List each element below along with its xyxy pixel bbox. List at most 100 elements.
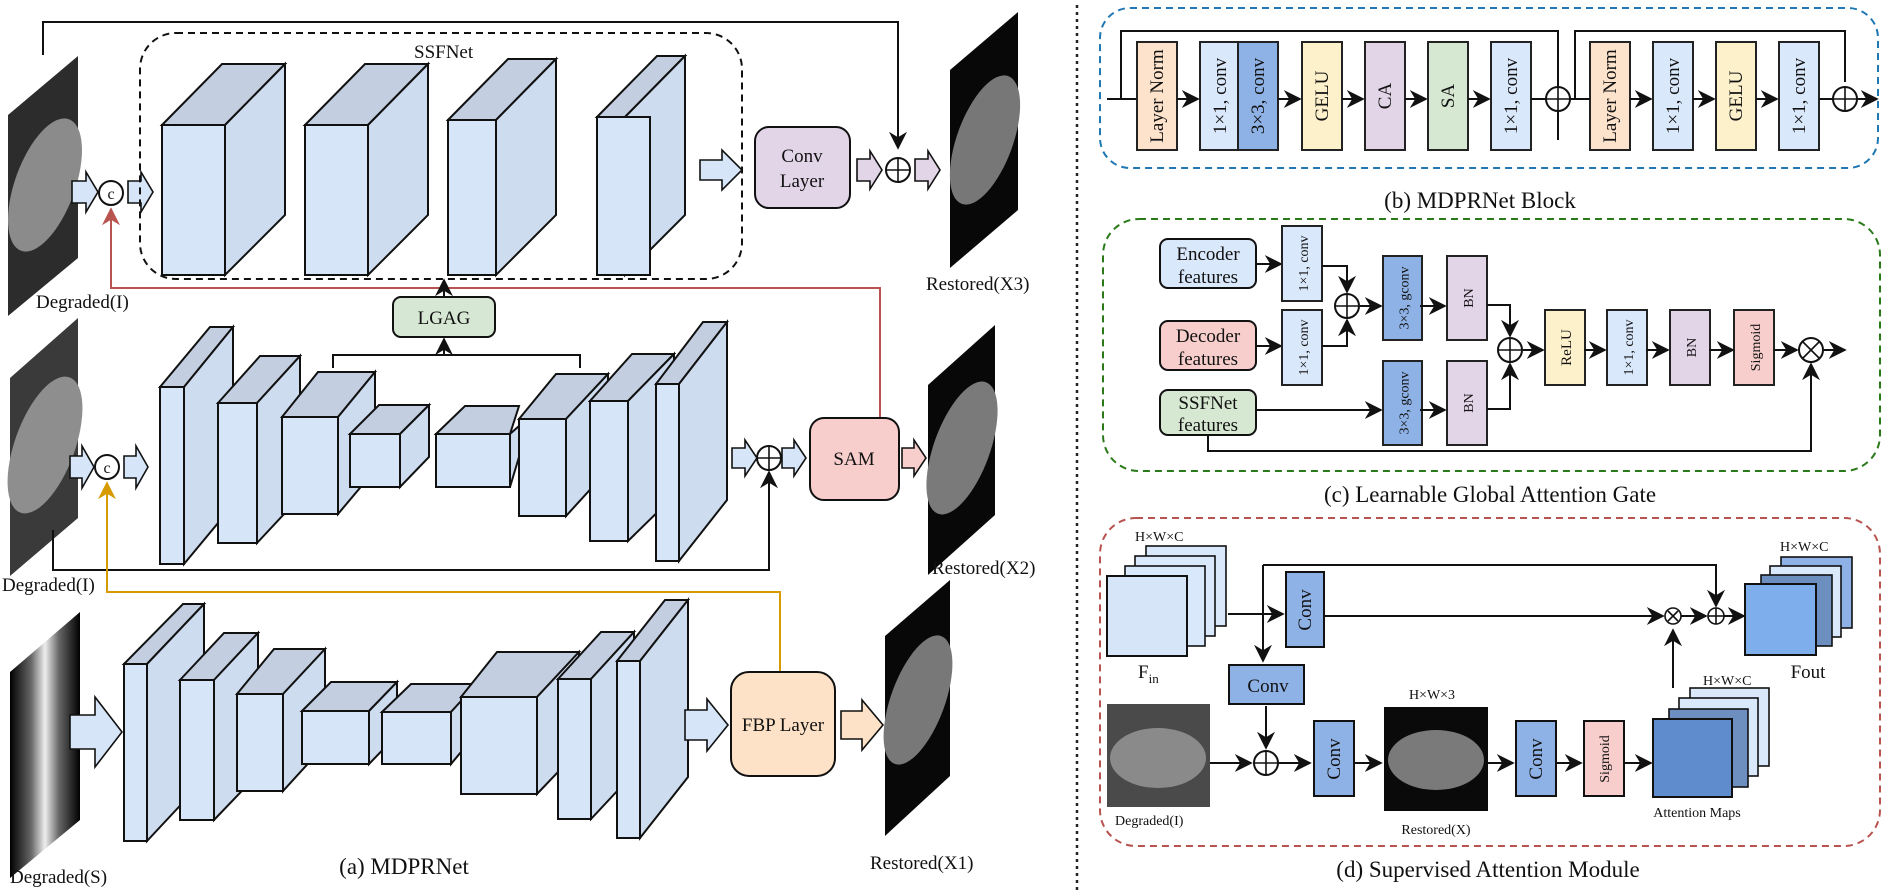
ssfnet-label: SSFNet	[414, 42, 474, 63]
svg-text:Conv: Conv	[1324, 738, 1345, 780]
sinogram-image	[10, 612, 80, 878]
ssfnet-features: SSFNet features	[1159, 389, 1257, 436]
flow-arrow	[69, 694, 124, 770]
degraded-label-stage2: Degraded(I)	[2, 575, 95, 596]
lgag-connector	[332, 354, 581, 368]
conv1x1-encoder-label: 1×1, conv	[1297, 235, 1312, 291]
block-ca: CA	[1364, 41, 1406, 151]
restored-label-stage1: Restored(X1)	[870, 853, 973, 874]
conv-layer-label-2: Layer	[780, 171, 825, 192]
bn-2: BN	[1446, 360, 1488, 446]
svg-text:Decoder: Decoder	[1176, 326, 1241, 347]
panel-b-blocks: Layer Norm 1×1, conv 3×3, conv GELU CA SA 1×1,…	[1136, 41, 1879, 151]
conv-layer-box	[754, 126, 851, 209]
flow-arrow	[699, 148, 744, 192]
fbp-layer-label: FBP Layer	[742, 715, 825, 736]
degraded-image-stage3	[8, 56, 82, 316]
panel-d-caption: (d) Supervised Attention Module	[1336, 857, 1639, 882]
panel-c-lgag: Encoder features Decoder features SSFNet…	[1102, 218, 1881, 507]
stage3: Degraded(I) c SSFNet	[8, 12, 1029, 316]
block-conv1x1-2-label: 1×1, conv	[1501, 57, 1522, 134]
block-conv1x1-4-label: 1×1, conv	[1789, 57, 1810, 134]
panel-c-container	[1102, 218, 1881, 472]
block-layer-norm-1-label: Layer Norm	[1147, 49, 1168, 143]
svg-text:Encoder: Encoder	[1176, 244, 1240, 265]
block-conv1x1-4: 1×1, conv	[1778, 41, 1820, 151]
ssfnet-block-1	[159, 61, 288, 278]
sam-feedback-line	[102, 207, 881, 418]
conv1x1-decoder-label: 1×1, conv	[1297, 319, 1312, 375]
svg-text:Conv: Conv	[1295, 589, 1316, 631]
attention-map-stack	[1652, 687, 1770, 798]
block-sa-label: SA	[1438, 84, 1459, 109]
sam-box	[809, 417, 900, 501]
skip-connection-line	[42, 21, 907, 150]
degraded-label-sam: Degraded(I)	[1115, 814, 1184, 829]
sigmoid-sam: Sigmoid	[1583, 720, 1625, 797]
concat-node	[94, 454, 120, 480]
conv-bottom: Conv	[1313, 720, 1355, 797]
svg-text:features: features	[1178, 415, 1238, 436]
panel-d-sam: H×W×C Fin Conv Conv Degraded(I)	[1099, 517, 1881, 882]
fin-label: Fin	[1138, 662, 1159, 686]
conv-sam-end: Conv	[1515, 720, 1557, 797]
block-conv3x3: 3×3, conv	[1237, 41, 1279, 151]
block-conv1x1-2: 1×1, conv	[1490, 41, 1532, 151]
attn-dims: H×W×C	[1703, 674, 1751, 689]
ssfnet-block-3	[445, 56, 559, 278]
encoder-block-1	[157, 324, 236, 567]
panel-b-mdprnet-block: Layer Norm 1×1, conv 3×3, conv GELU CA SA 1×1,…	[1099, 7, 1879, 213]
skip-line-2	[1574, 30, 1846, 99]
flow-arrow	[914, 148, 941, 192]
bn-1: BN	[1446, 255, 1488, 341]
gconv-2-label: 3×3, gconv	[1398, 371, 1413, 434]
flow-arrow	[731, 437, 758, 479]
block-gelu-2: GELU	[1715, 41, 1757, 151]
bn-3: BN	[1669, 309, 1711, 386]
conv-top: Conv	[1285, 571, 1325, 648]
block-conv1x1-3: 1×1, conv	[1652, 41, 1694, 151]
lgag-label: LGAG	[418, 308, 471, 329]
restored-label-stage2: Restored(X2)	[932, 558, 1035, 579]
restored-dims: H×W×3	[1409, 688, 1455, 703]
concat-node	[98, 180, 124, 206]
degraded-label-stage3: Degraded(I)	[36, 292, 129, 313]
degraded-label-stage1: Degraded(S)	[10, 867, 107, 888]
flow-arrow	[684, 696, 730, 754]
bn-3-label: BN	[1685, 338, 1700, 357]
restored-image-stage2	[926, 325, 998, 575]
block-layer-norm-2: Layer Norm	[1589, 41, 1631, 151]
flow-arrow	[901, 437, 927, 479]
flow-arrow	[856, 148, 883, 192]
restored-label-stage3: Restored(X3)	[926, 274, 1029, 295]
fout-feature-stack	[1744, 556, 1853, 656]
block-gelu-1: GELU	[1301, 41, 1343, 151]
restored-image-stage1	[883, 580, 953, 836]
fbp-feedback-line	[98, 481, 781, 672]
skip-line-1	[1120, 30, 1559, 140]
encoder-features: Encoder features	[1159, 238, 1257, 289]
sino-bottleneck-2	[379, 683, 481, 767]
block-layer-norm-2-label: Layer Norm	[1600, 49, 1621, 143]
flow-arrow	[71, 169, 99, 215]
conv1x1-encoder: 1×1, conv	[1281, 225, 1323, 302]
flow-arrow	[123, 442, 149, 492]
relu-label: ReLU	[1559, 329, 1575, 366]
fin-feature-stack	[1106, 545, 1227, 657]
fin-dims: H×W×C	[1135, 530, 1183, 545]
flow-arrow	[69, 442, 95, 492]
block-layer-norm-1: Layer Norm	[1136, 41, 1178, 151]
svg-text:Sigmoid: Sigmoid	[1598, 735, 1613, 782]
bn-1-label: BN	[1462, 288, 1477, 307]
fout-label: Fout	[1791, 662, 1827, 683]
relu: ReLU	[1544, 309, 1586, 386]
conv1x1-post-label: 1×1, conv	[1622, 319, 1637, 375]
svg-text:Conv: Conv	[1247, 676, 1289, 697]
concat-symbol: c	[107, 186, 114, 203]
fbp-layer-box	[730, 671, 836, 777]
panel-a-caption: (a) MDPRNet	[339, 854, 469, 879]
attn-label: Attention Maps	[1653, 806, 1741, 821]
restored-label-sam: Restored(X)	[1401, 823, 1471, 838]
flow-arrow	[781, 437, 807, 479]
